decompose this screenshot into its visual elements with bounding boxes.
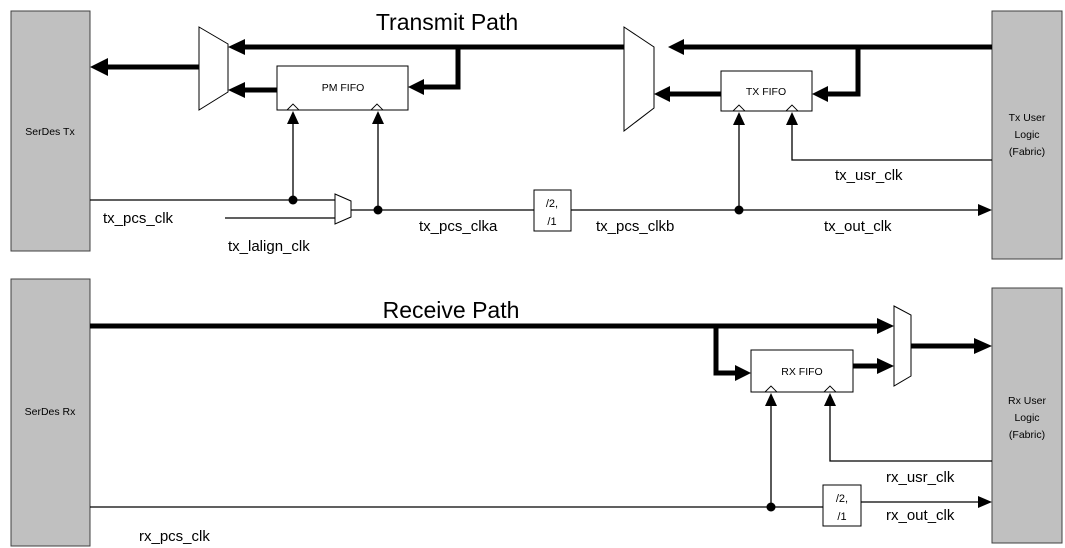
rx-mux-lower-input-arrow [877, 358, 894, 374]
tx-data-arrow-mux2 [668, 39, 684, 55]
tx-clock-mux [334, 193, 352, 225]
tx-fifo-box [720, 70, 813, 112]
tx-user-logic-line-3: (Fabric) [1009, 146, 1045, 158]
tx-data-branch-to-txfifo [828, 47, 861, 97]
rx-divider-line-2: /1 [837, 511, 846, 523]
pm-fifo-clock-pin-2 [369, 103, 385, 111]
txfifo-output-arrow [654, 86, 670, 102]
rx-mux-upper-input-arrow [877, 318, 894, 334]
tx-pcs-clk-label: tx_pcs_clk [103, 210, 174, 227]
rx-user-logic-line-1: Rx User [1008, 395, 1046, 407]
tx-fifo-clock-pin-1 [731, 104, 747, 112]
txfifo-clk1-arrow [733, 112, 745, 125]
rx-out-clk-label: rx_out_clk [886, 507, 955, 524]
tx-divider-line-1: /2, [546, 198, 558, 210]
tx-pcs-clka-label: tx_pcs_clka [419, 218, 498, 235]
receive-path-title: Receive Path [383, 297, 520, 323]
serdes-tx-label: SerDes Tx [25, 126, 75, 138]
pm-fifo-clock-pin-1 [285, 103, 301, 111]
serdes-rx-label: SerDes Rx [25, 406, 77, 418]
rxfifo-clk2-arrow [824, 393, 836, 406]
pm-fifo-input-arrow [408, 79, 424, 95]
rx-out-clk-arrow [978, 496, 992, 508]
rx-user-logic-line-2: Logic [1014, 412, 1039, 424]
tx-lalign-clk-label: tx_lalign_clk [228, 238, 310, 255]
serdes-rx-block [10, 278, 91, 547]
rx-user-logic-line-3: (Fabric) [1009, 429, 1045, 441]
tx-usr-clk-label: tx_usr_clk [835, 167, 903, 184]
tx-usr-clk-line [791, 125, 992, 161]
tx-pcs-clk-junction [288, 195, 298, 205]
rx-usr-clk-label: rx_usr_clk [886, 469, 955, 486]
tx-mux-1 [198, 26, 229, 111]
rxfifo-clk1-arrow [765, 393, 777, 406]
rx-fifo-clock-pin-2 [822, 385, 838, 393]
rx-user-logic-block [991, 287, 1063, 544]
pmfifo-clk1-arrow [287, 111, 299, 124]
rx-divider-box [822, 484, 862, 527]
serdes-tx-input-arrow [90, 58, 108, 76]
receive-path: SerDes Rx Rx User Logic (Fabric) Receive… [10, 278, 1063, 547]
rx-data-branch-to-rxfifo [713, 326, 735, 376]
serdes-tx-block [10, 10, 91, 252]
tx-user-logic-line-2: Logic [1014, 129, 1039, 141]
tx-divider-line-2: /1 [547, 216, 556, 228]
pm-fifo-box [276, 65, 409, 111]
rx-usr-clk-line [829, 406, 992, 462]
rx-divider-line-1: /2, [836, 493, 848, 505]
tx-user-logic-line-1: Tx User [1009, 112, 1046, 124]
transmit-path-title: Transmit Path [376, 9, 518, 35]
rx-fifo-input-arrow [735, 365, 751, 381]
bus-branch-to-pmfifo [424, 47, 461, 90]
rx-fifo-label: RX FIFO [781, 366, 822, 378]
rx-pcs-clk-label: rx_pcs_clk [139, 528, 210, 545]
tx-user-logic-block [991, 10, 1063, 260]
rx-user-logic-input-arrow [974, 338, 992, 354]
tx-out-clk-label: tx_out_clk [824, 218, 892, 235]
tx-fifo-input-arrow [812, 86, 828, 102]
tx-mux-2 [623, 26, 655, 133]
pmfifo-clk2-arrow [372, 111, 384, 124]
tx-pcs-clkb-label: tx_pcs_clkb [596, 218, 674, 235]
rx-fifo-box [750, 349, 854, 393]
tx-fifo-clock-pin-2 [784, 104, 800, 112]
transmit-path: SerDes Tx Tx User Logic (Fabric) Transmi… [10, 9, 1063, 260]
mux1-upper-input-arrow [228, 39, 245, 55]
tx-out-clk-arrow [978, 204, 992, 216]
tx-fifo-label: TX FIFO [746, 86, 786, 98]
pm-fifo-label: PM FIFO [322, 82, 365, 94]
rx-fifo-clock-pin-1 [763, 385, 779, 393]
pm-fifo-output-arrow [228, 82, 245, 98]
rx-mux [893, 305, 912, 387]
txfifo-clk2-arrow [786, 112, 798, 125]
tx-divider-box [533, 189, 572, 232]
